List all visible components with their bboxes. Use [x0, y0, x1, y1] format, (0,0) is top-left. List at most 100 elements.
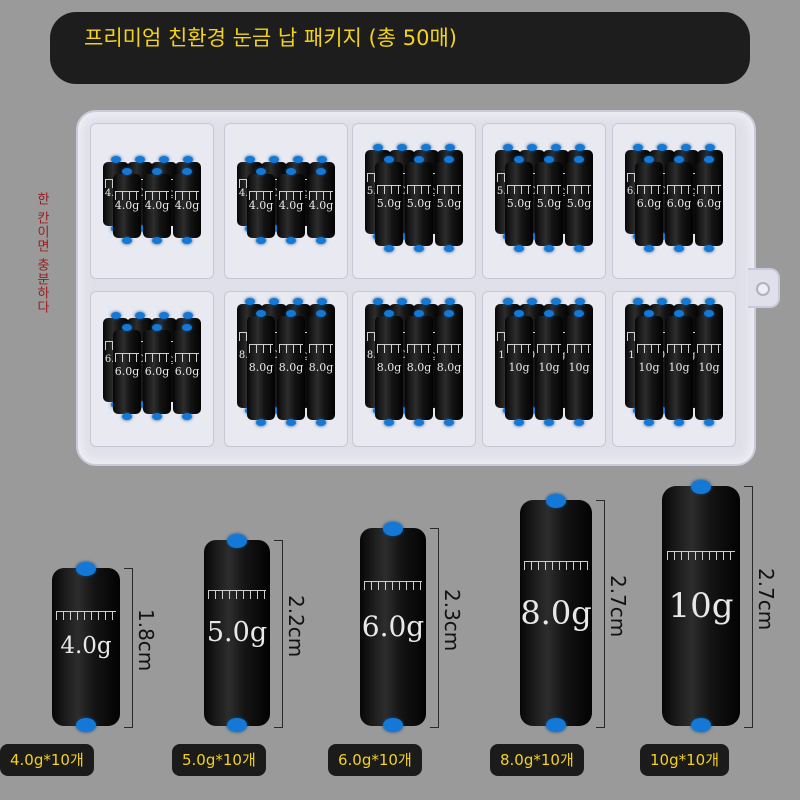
scale-markings [566, 185, 592, 200]
blue-cap-icon [527, 298, 537, 305]
blue-cap-icon [293, 298, 303, 305]
lead-weight: 10g [635, 310, 663, 426]
weight-label: 10g [668, 361, 690, 374]
lead-weight: 10g [662, 480, 740, 732]
scale-markings [248, 191, 274, 206]
lead-weight: 8.0g [435, 310, 463, 426]
blue-cap-icon [704, 419, 714, 426]
blue-cap-icon [414, 419, 424, 426]
blue-cap-icon [135, 156, 145, 163]
latch-hole [756, 282, 770, 296]
scale-markings [536, 344, 562, 359]
weight-label: 6.0g [114, 365, 140, 378]
blue-cap-icon [182, 324, 192, 331]
blue-cap-icon [111, 312, 121, 319]
scale-markings [506, 185, 532, 200]
blue-cap-icon [691, 480, 711, 494]
blue-cap-icon [705, 144, 715, 151]
tray-compartment: 6.0g6.0g6.0g6.0g6.0g6.0g6.0g [612, 123, 736, 279]
dimension-bracket [124, 568, 133, 728]
blue-cap-icon [122, 168, 132, 175]
lead-weight: 6.0g [113, 324, 141, 420]
weight-label: 4.0g [114, 199, 140, 212]
blue-cap-icon [544, 310, 554, 317]
blue-cap-icon [527, 144, 537, 151]
blue-cap-icon [286, 419, 296, 426]
blue-cap-icon [574, 245, 584, 252]
blue-cap-icon [633, 144, 643, 151]
scale-markings [696, 344, 722, 359]
weight-label: 8.0g [248, 361, 274, 374]
weight-label: 10g [568, 361, 590, 374]
blue-cap-icon [316, 310, 326, 317]
blue-cap-icon [644, 419, 654, 426]
lead-weight: 5.0g [535, 156, 563, 252]
lead-weight: 6.0g [143, 324, 171, 420]
blue-cap-icon [644, 310, 654, 317]
blue-cap-icon [182, 168, 192, 175]
tray-compartment: 10g10g10g10g10g10g10g [612, 291, 736, 447]
blue-cap-icon [159, 312, 169, 319]
lead-weight: 10g [565, 310, 593, 426]
blue-cap-icon [514, 419, 524, 426]
blue-cap-icon [674, 310, 684, 317]
weight-label: 5.0g [506, 197, 532, 210]
blue-cap-icon [245, 298, 255, 305]
blue-cap-icon [227, 534, 247, 548]
blue-cap-icon [135, 312, 145, 319]
dimension-bracket [274, 540, 283, 728]
tray-compartment: 5.0g5.0g5.0g5.0g5.0g5.0g5.0g [482, 123, 606, 279]
lead-weight: 4.0g [307, 168, 335, 244]
weight-label: 5.0g [206, 617, 268, 648]
tray-latch [748, 268, 780, 308]
blue-cap-icon [575, 298, 585, 305]
count-label: 10g*10개 [640, 744, 729, 776]
blue-cap-icon [159, 156, 169, 163]
scale-markings [376, 185, 402, 200]
lead-weight: 4.0g [143, 168, 171, 244]
blue-cap-icon [574, 419, 584, 426]
blue-cap-icon [256, 419, 266, 426]
weight-label: 10g [698, 361, 720, 374]
lead-weight: 4.0g [52, 562, 120, 732]
count-label: 6.0g*10개 [328, 744, 422, 776]
scale-markings [278, 191, 304, 206]
blue-cap-icon [575, 144, 585, 151]
scale-markings [248, 344, 274, 359]
blue-cap-icon [414, 310, 424, 317]
lead-weight: 8.0g [247, 310, 275, 426]
blue-cap-icon [152, 413, 162, 420]
blue-cap-icon [383, 718, 403, 732]
tray-compartment: 5.0g5.0g5.0g5.0g5.0g5.0g5.0g [352, 123, 476, 279]
tray-compartment: 4.0g4.0g4.0g4.0g4.0g4.0g4.0g [90, 123, 214, 279]
dimension-bracket [596, 500, 605, 728]
lead-weight: 5.0g [405, 156, 433, 252]
lead-weight: 6.0g [360, 522, 426, 732]
scale-markings [376, 344, 402, 359]
blue-cap-icon [152, 237, 162, 244]
blue-cap-icon [444, 310, 454, 317]
blue-cap-icon [384, 156, 394, 163]
height-dimension: 2.3cm [440, 589, 464, 652]
blue-cap-icon [293, 156, 303, 163]
scale-markings [666, 185, 692, 200]
height-dimension: 1.8cm [134, 609, 158, 672]
weight-label: 6.0g [361, 610, 425, 643]
blue-cap-icon [316, 237, 326, 244]
scale-markings [308, 191, 334, 206]
blue-cap-icon [551, 144, 561, 151]
height-dimension: 2.7cm [754, 568, 778, 631]
blue-cap-icon [286, 310, 296, 317]
blue-cap-icon [183, 156, 193, 163]
count-label: 8.0g*10개 [490, 744, 584, 776]
tray-compartment: 4.0g4.0g4.0g4.0g4.0g4.0g4.0g [224, 123, 348, 279]
scale-markings [436, 185, 462, 200]
lead-weight: 6.0g [695, 156, 723, 252]
blue-cap-icon [503, 298, 513, 305]
blue-cap-icon [373, 298, 383, 305]
scale-markings [278, 344, 304, 359]
scale-markings [406, 185, 432, 200]
scale-markings [524, 561, 588, 576]
blue-cap-icon [373, 144, 383, 151]
weight-label: 8.0g [520, 594, 592, 632]
